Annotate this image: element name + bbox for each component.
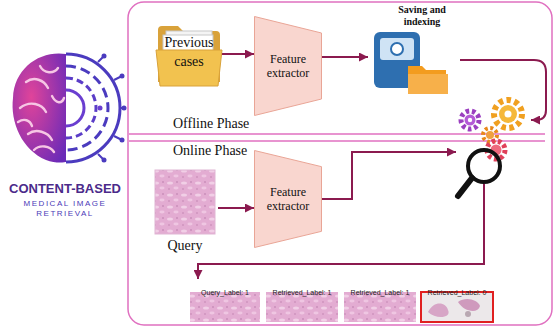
query-image: Query xyxy=(152,168,218,256)
result-label: Retrieved_Label: 1 xyxy=(273,288,332,297)
tissue-image xyxy=(266,292,338,322)
gear-icons xyxy=(499,105,517,123)
extractor-label: Feature extractor xyxy=(260,185,316,213)
gear-icons xyxy=(486,131,494,139)
trapezoid-outline xyxy=(255,17,322,116)
brain-logo xyxy=(66,78,96,138)
gear-icons xyxy=(505,111,512,118)
result-thumbnail-shape xyxy=(418,281,496,323)
storage-heading: Saving and indexing xyxy=(390,4,454,28)
orange-folder xyxy=(408,74,448,94)
logo-text: CONTENT-BASED xyxy=(0,181,130,196)
extractor-trapezoid: Feature extractor xyxy=(254,16,322,116)
tissue-image xyxy=(421,292,493,322)
tissue-blob xyxy=(458,299,480,311)
magnifier-icon xyxy=(458,150,500,196)
tissue-blob xyxy=(428,304,449,318)
folder-icon xyxy=(156,26,222,86)
brain-logo xyxy=(13,53,127,162)
query-feature-arrow xyxy=(322,152,456,199)
brain-logo xyxy=(13,53,66,162)
results-arrow xyxy=(198,184,484,279)
gear-icons xyxy=(494,100,522,128)
tissue-image xyxy=(155,170,215,234)
logo-text: MEDICAL IMAGE xyxy=(0,199,130,208)
phase-label: Offline Phase xyxy=(173,116,249,132)
extractor-trapezoid: Feature extractor xyxy=(254,150,322,248)
result-label: Retrieved_Label: 1 xyxy=(351,288,410,297)
result-thumbnail-shape xyxy=(264,281,340,323)
gear-icons xyxy=(461,111,479,129)
brain-logo xyxy=(98,106,103,111)
drive-platter xyxy=(391,43,403,55)
outer-frame xyxy=(128,2,552,325)
flow-arrow xyxy=(218,207,254,209)
gear-icons xyxy=(465,115,476,126)
folder-node: Previous cases xyxy=(156,20,222,88)
brain-logo xyxy=(66,54,120,162)
result-thumbnail-shape xyxy=(342,281,418,323)
query-label: Query xyxy=(152,238,218,254)
brain-logo xyxy=(18,66,64,152)
gear-icons xyxy=(468,118,472,122)
result-label: Query_Label: 1 xyxy=(201,288,249,297)
storage-node: Saving and indexing xyxy=(368,4,458,98)
logo-text: RETRIEVAL xyxy=(0,209,130,218)
magnifier-icon xyxy=(458,178,472,196)
brain-logo xyxy=(102,54,107,59)
trapezoid-outline xyxy=(255,151,322,248)
tissue-blob xyxy=(465,311,471,317)
phase-divider xyxy=(129,140,545,142)
tissue-image xyxy=(344,292,416,322)
result-thumbnail: Retrieved_Label: 1 xyxy=(264,281,340,323)
folder-label: Previous cases xyxy=(156,33,222,71)
flow-arrow xyxy=(322,56,368,58)
brain-logo xyxy=(120,138,125,143)
result-thumbnail: Retrieved_Label: 0 xyxy=(418,281,496,323)
result-thumbnail: Query_Label: 1 xyxy=(188,281,262,323)
brain-logo xyxy=(120,74,125,79)
drive-window xyxy=(380,38,414,60)
brain-logo xyxy=(102,158,107,163)
brain-logo xyxy=(66,90,84,126)
tissue-image xyxy=(190,292,260,322)
brain-logo xyxy=(98,56,126,160)
result-thumbnail-shape xyxy=(188,281,262,323)
result-label: Retrieved_Label: 0 xyxy=(428,288,487,297)
brain-logo xyxy=(66,66,108,150)
flow-arrow xyxy=(222,53,254,55)
phase-label: Online Phase xyxy=(173,143,247,159)
extractor-label: Feature extractor xyxy=(260,52,316,80)
brain-logo xyxy=(122,106,127,111)
result-thumbnail: Retrieved_Label: 1 xyxy=(342,281,418,323)
